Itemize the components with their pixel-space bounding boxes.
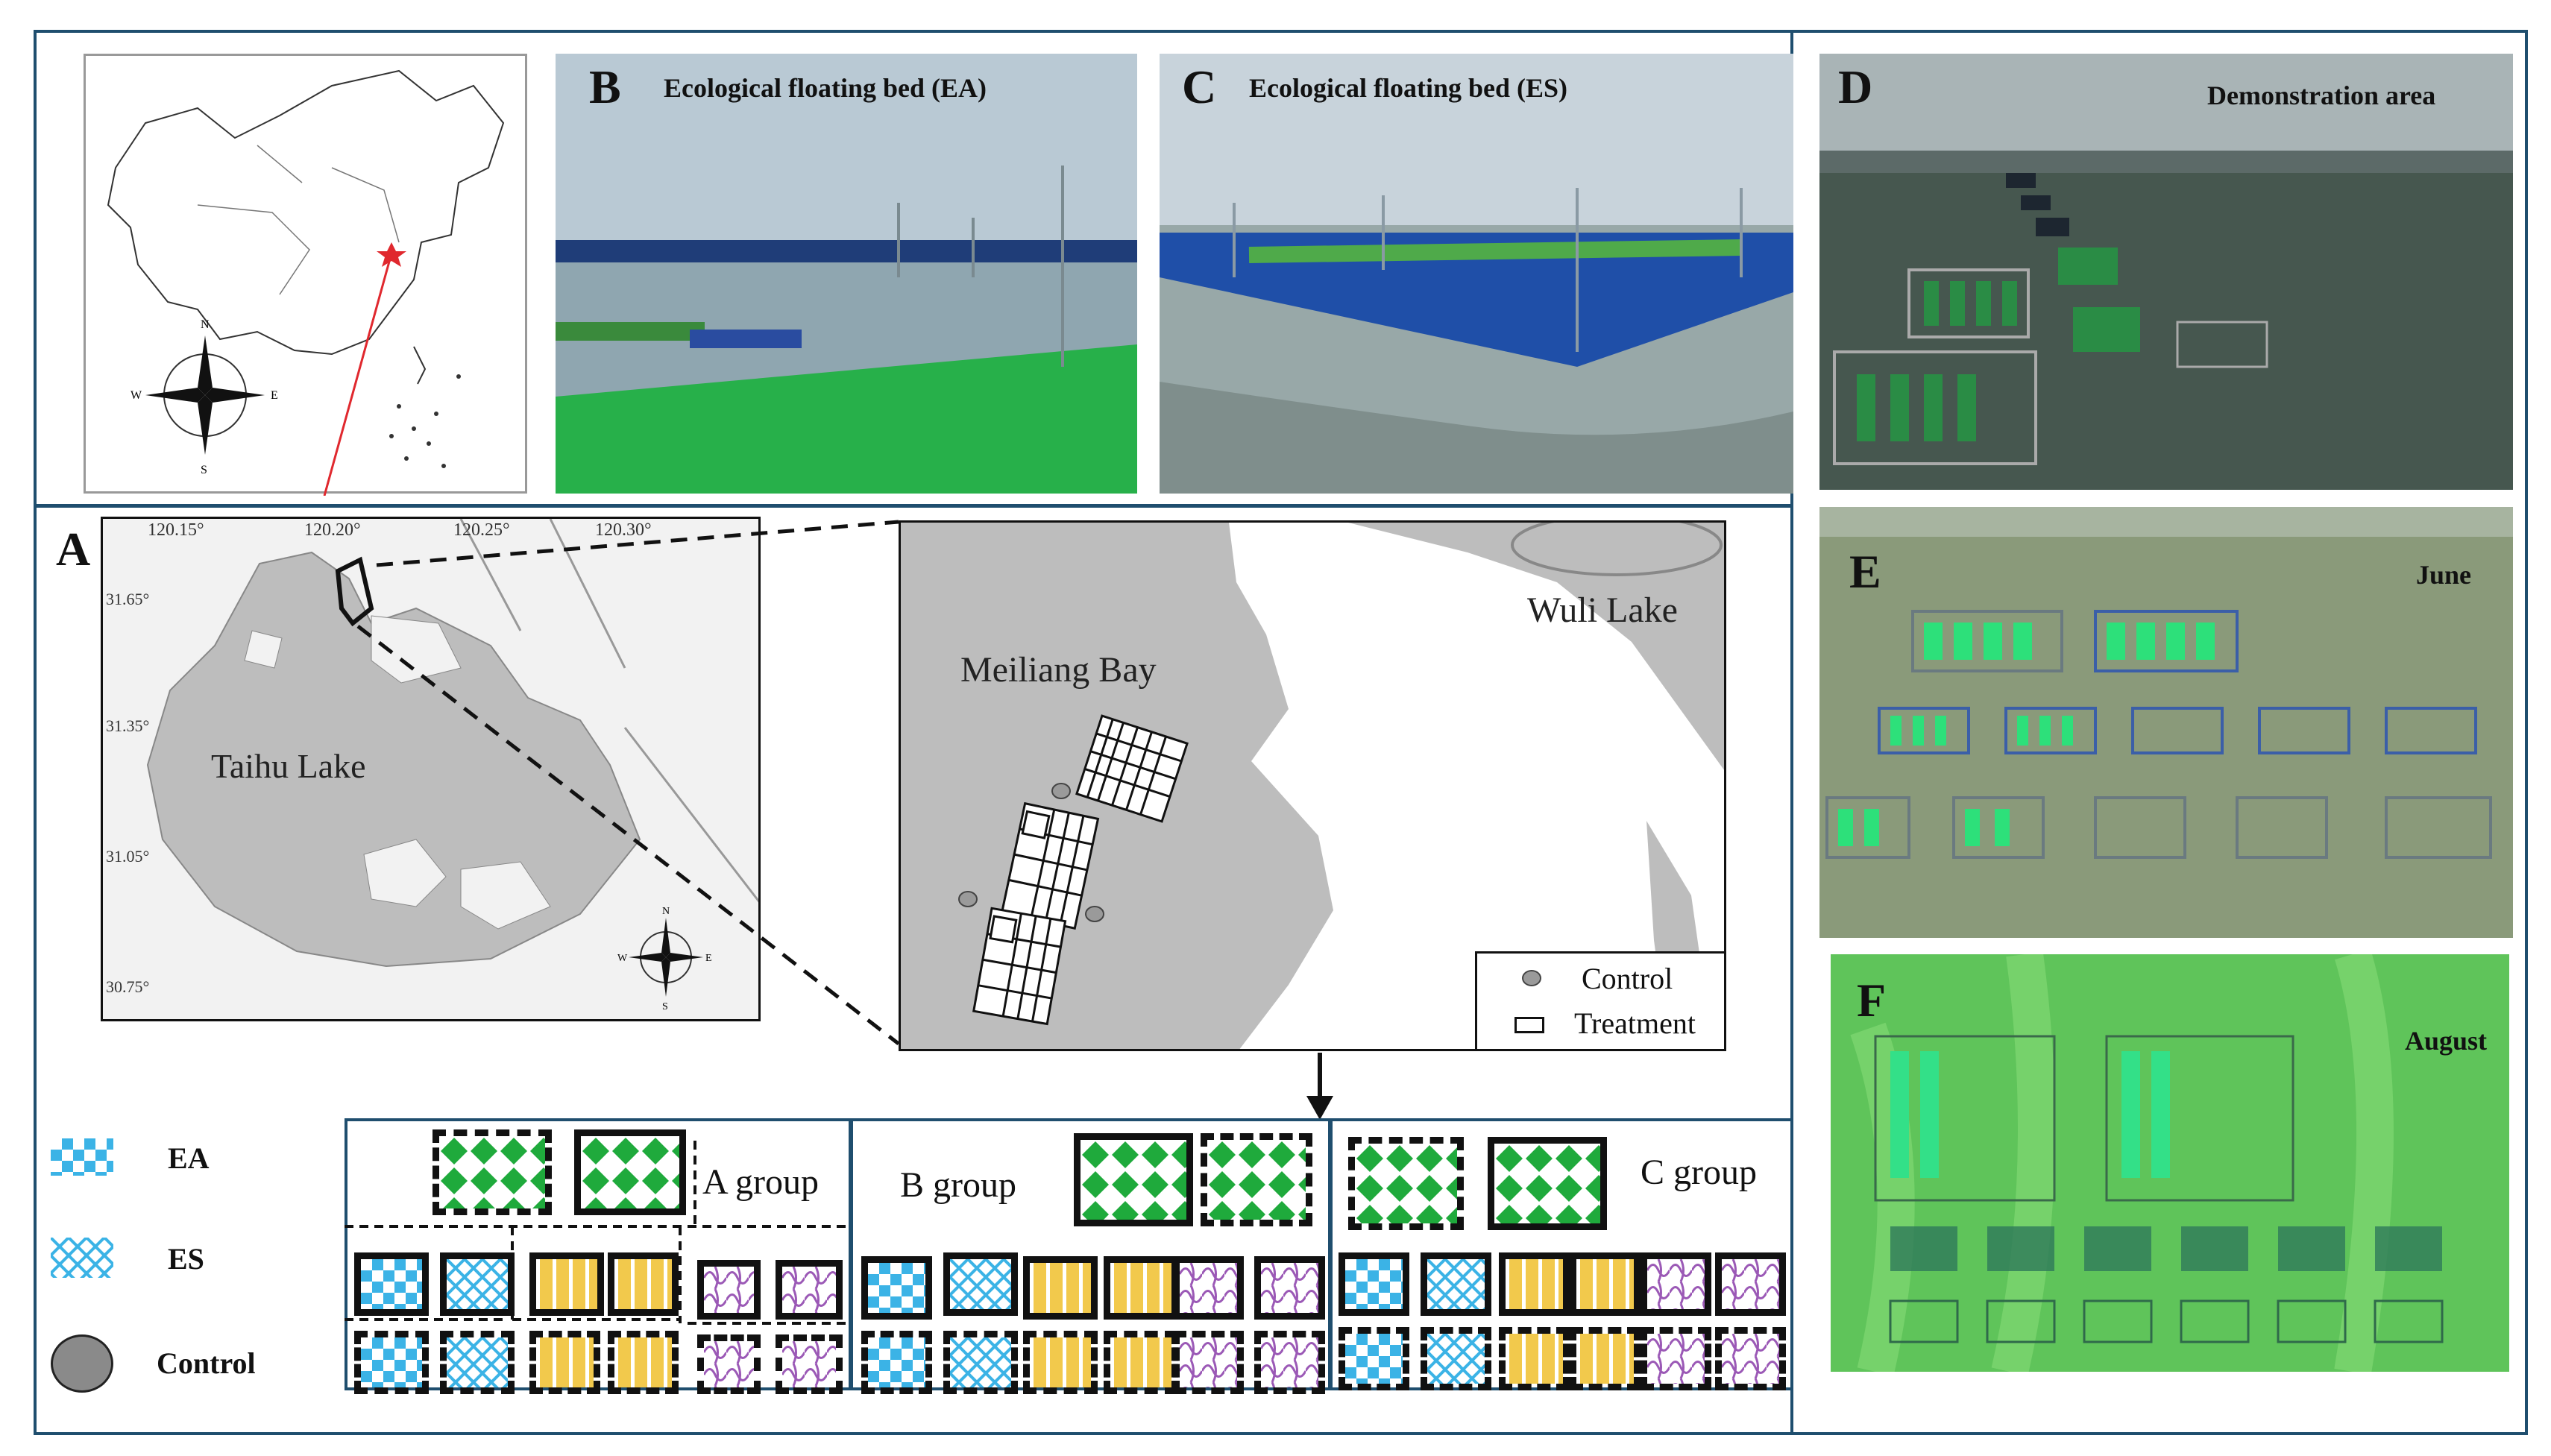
lat-tick-4: 30.75° bbox=[106, 977, 150, 996]
taihu-compass: N S W E bbox=[617, 906, 712, 1011]
photo-c: C Ecological floating bed (ES) bbox=[1160, 54, 1793, 494]
legend-es-swatch bbox=[51, 1238, 113, 1278]
plot-cell bbox=[1254, 1331, 1325, 1394]
wuli-lake-label: Wuli Lake bbox=[1527, 590, 1678, 630]
meiliang-bay-label: Meiliang Bay bbox=[960, 650, 1157, 690]
panel-c-letter: C bbox=[1182, 60, 1217, 113]
compass-n: N bbox=[201, 318, 210, 331]
lat-tick-3: 31.05° bbox=[106, 847, 150, 866]
plot-cell bbox=[861, 1331, 932, 1394]
plot-cell bbox=[697, 1334, 761, 1394]
svg-text:W: W bbox=[617, 953, 628, 964]
group-a-title: A group bbox=[702, 1162, 819, 1202]
panel-a-letter: A bbox=[56, 523, 91, 576]
plot-cell bbox=[1104, 1256, 1178, 1320]
panel-e-letter: E bbox=[1849, 545, 1881, 598]
taihu-map: Taihu Lake 120.15° 120.20° 120.25° 120.3… bbox=[101, 517, 761, 1021]
lon-tick-2: 120.20° bbox=[304, 520, 361, 540]
plot-cell bbox=[608, 1331, 679, 1394]
lon-tick-1: 120.15° bbox=[148, 520, 204, 540]
plot-cell bbox=[440, 1252, 515, 1316]
legend-control-marker bbox=[1522, 970, 1541, 986]
photo-d: D Demonstration area bbox=[1819, 54, 2513, 490]
plot-cell bbox=[1421, 1252, 1491, 1316]
plot-cell bbox=[1339, 1327, 1409, 1390]
legend-ea-text: EA bbox=[168, 1141, 210, 1175]
plot-cell bbox=[1570, 1327, 1641, 1390]
panel-e-caption: June bbox=[2416, 560, 2472, 590]
plot-cell bbox=[1570, 1252, 1641, 1316]
plot-cell bbox=[1421, 1327, 1491, 1390]
svg-text:N: N bbox=[662, 906, 670, 917]
legend-control-text: Control bbox=[1582, 962, 1673, 995]
plot-cell bbox=[1074, 1133, 1193, 1226]
panel-b-letter: B bbox=[589, 60, 621, 113]
panel-c-caption: Ecological floating bed (ES) bbox=[1249, 73, 1568, 103]
plot-cell bbox=[861, 1256, 932, 1320]
panel-d-caption: Demonstration area bbox=[2207, 81, 2436, 110]
legend-control-label: Control bbox=[157, 1346, 256, 1380]
panel-d-letter: D bbox=[1838, 60, 1873, 113]
panel-f-caption: August bbox=[2405, 1026, 2488, 1056]
plot-cell bbox=[440, 1331, 515, 1394]
plot-cell bbox=[943, 1331, 1018, 1394]
legend-control-circle bbox=[51, 1334, 113, 1393]
photo-f: F August bbox=[1831, 954, 2509, 1372]
plot-cell bbox=[354, 1252, 429, 1316]
legend-treatment-text: Treatment bbox=[1574, 1006, 1696, 1040]
plot-cell bbox=[776, 1334, 843, 1394]
group-b-title: B group bbox=[900, 1165, 1016, 1205]
plot-cell bbox=[1173, 1331, 1244, 1394]
plot-cell bbox=[1173, 1256, 1244, 1320]
panel-f-letter: F bbox=[1857, 974, 1887, 1027]
plot-cell bbox=[1715, 1327, 1786, 1390]
plot-cell bbox=[943, 1252, 1018, 1316]
svg-text:S: S bbox=[662, 1001, 668, 1011]
lon-tick-3: 120.25° bbox=[453, 520, 510, 540]
plot-cell bbox=[574, 1129, 686, 1215]
plot-cell bbox=[1488, 1137, 1607, 1230]
china-compass: N S W E bbox=[127, 302, 283, 481]
group-c-title: C group bbox=[1641, 1153, 1757, 1192]
meiliang-inset: Meiliang Bay Wuli Lake Control Treatment bbox=[899, 520, 1726, 1051]
plot-cell bbox=[1023, 1256, 1098, 1320]
legend-treatment-marker bbox=[1514, 1017, 1544, 1033]
plot-cell bbox=[776, 1260, 843, 1320]
plot-cell bbox=[1499, 1327, 1570, 1390]
photo-b: B Ecological floating bed (EA) bbox=[556, 54, 1137, 494]
panel-a-frame bbox=[34, 505, 1793, 1435]
compass-w: W bbox=[130, 389, 142, 402]
plot-cell bbox=[608, 1252, 679, 1316]
china-outline bbox=[107, 69, 505, 497]
photo-e: E June bbox=[1819, 507, 2513, 938]
plot-cell bbox=[432, 1129, 552, 1215]
plot-cell bbox=[1254, 1256, 1325, 1320]
inset-legend: Control Treatment bbox=[1475, 951, 1724, 1049]
taihu-lake-label: Taihu Lake bbox=[211, 747, 366, 785]
plot-cell bbox=[1201, 1133, 1312, 1226]
plot-cell bbox=[529, 1331, 600, 1394]
plot-cell bbox=[1715, 1252, 1786, 1316]
svg-text:E: E bbox=[705, 953, 712, 964]
lat-tick-2: 31.35° bbox=[106, 716, 150, 735]
plot-cell bbox=[1023, 1331, 1098, 1394]
plot-cell bbox=[1348, 1137, 1464, 1230]
compass-s: S bbox=[201, 464, 207, 476]
plot-cell bbox=[1499, 1252, 1570, 1316]
china-map: N S W E bbox=[84, 54, 527, 497]
plot-cell bbox=[697, 1260, 761, 1320]
compass-e: E bbox=[271, 389, 278, 402]
plot-cell bbox=[1641, 1252, 1711, 1316]
lat-tick-1: 31.65° bbox=[106, 590, 150, 608]
lon-tick-4: 120.30° bbox=[595, 520, 652, 540]
panel-b-caption: Ecological floating bed (EA) bbox=[664, 73, 987, 103]
plot-cell bbox=[1104, 1331, 1178, 1394]
plot-cell bbox=[354, 1331, 429, 1394]
plot-cell bbox=[529, 1252, 604, 1316]
legend-ea-swatch bbox=[51, 1138, 113, 1176]
plot-cell bbox=[1641, 1327, 1711, 1390]
legend-es-text: ES bbox=[168, 1242, 204, 1276]
plot-cell bbox=[1339, 1252, 1409, 1316]
